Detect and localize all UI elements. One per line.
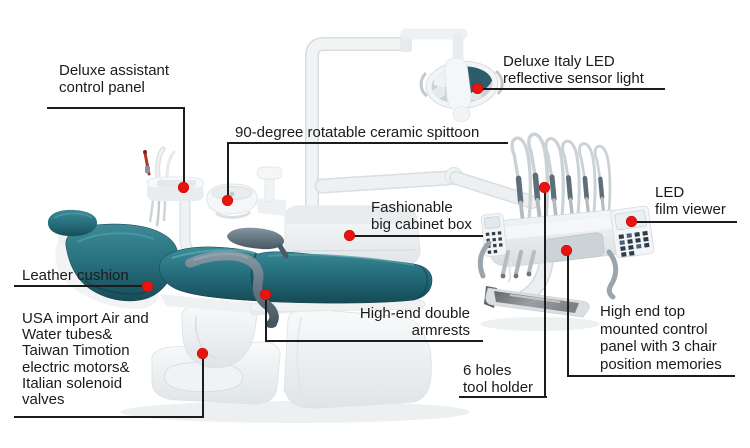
leader-line: [265, 298, 267, 341]
label-line: big cabinet box: [371, 216, 472, 233]
label-line: Taiwan Timotion: [22, 342, 130, 360]
label-line: 90-degree rotatable ceramic spittoon: [235, 124, 480, 141]
label-tool-holder: 6 holes tool holder: [463, 362, 533, 396]
label-line: mounted control: [600, 320, 708, 338]
leader-line: [544, 192, 546, 397]
assistant-side-keypad: [480, 212, 508, 258]
instrument-tray: [484, 286, 590, 318]
film-viewer-keypad: [610, 205, 655, 259]
label-line: Fashionable: [371, 199, 453, 216]
doctor-unit-arm: [314, 167, 539, 209]
hanging-handpieces: [500, 250, 536, 283]
spittoon-unit: [206, 166, 286, 219]
label-line: panel with 3 chair: [600, 338, 717, 356]
leader-line: [14, 416, 204, 418]
label-cabinet: Fashionable big cabinet box: [371, 199, 472, 233]
label-line: 6 holes: [463, 362, 512, 379]
label-line: tool holder: [463, 379, 534, 396]
marker-dot-base-motors: [197, 348, 208, 359]
label-line: valves: [22, 391, 65, 409]
label-cushion: Leather cushion: [22, 267, 129, 284]
leader-line: [227, 142, 229, 198]
marker-dot-armrest: [260, 289, 271, 300]
label-spittoon: 90-degree rotatable ceramic spittoon: [235, 124, 479, 141]
marker-dot-spittoon: [222, 195, 233, 206]
chair-floor-base: [151, 308, 432, 409]
label-line: USA import Air and: [22, 310, 149, 327]
leader-line: [480, 88, 665, 90]
label-line: Leather cushion: [22, 267, 129, 284]
label-line: film viewer: [655, 201, 726, 218]
leader-line: [352, 235, 483, 237]
label-line: control panel: [59, 79, 145, 96]
label-control-panel: High end top mounted control panel with …: [600, 303, 722, 373]
leader-line: [567, 255, 569, 376]
marker-dot-cushion: [142, 281, 153, 292]
label-line: Water tubes&: [22, 326, 113, 344]
leader-line: [634, 221, 737, 223]
marker-dot-assistant-panel: [178, 182, 189, 193]
label-assistant-panel: Deluxe assistant control panel: [59, 62, 169, 96]
label-line: High end top: [600, 303, 686, 320]
leader-line: [459, 396, 547, 398]
leader-line: [202, 357, 204, 417]
label-line: Deluxe Italy LED: [503, 53, 615, 70]
leader-line: [227, 142, 508, 144]
label-line: reflective sensor light: [503, 70, 644, 87]
armrests: [185, 227, 289, 328]
label-line: armrests: [411, 322, 470, 339]
label-line: LED: [655, 184, 685, 201]
marker-dot-tool-holder: [539, 182, 550, 193]
label-materials: USA import Air and Water tubes& Taiwan T…: [22, 310, 149, 409]
marker-dot-cabinet: [344, 230, 355, 241]
leader-line: [567, 375, 735, 377]
marker-dot-control-panel: [561, 245, 572, 256]
label-line: electric motors&: [22, 358, 130, 376]
leader-line: [265, 340, 483, 342]
marker-dot-film-viewer: [626, 216, 637, 227]
leader-line: [47, 107, 185, 109]
marker-dot-lamp: [472, 83, 483, 94]
leader-line: [183, 107, 185, 187]
label-line: High-end double: [359, 305, 470, 322]
label-line: position memories: [600, 355, 722, 373]
label-line: Deluxe assistant: [59, 62, 170, 79]
label-line: Italian solenoid: [22, 374, 123, 392]
leader-line: [14, 285, 146, 287]
label-armrests: High-end double armrests: [330, 305, 470, 339]
label-lamp: Deluxe Italy LED reflective sensor light: [503, 53, 644, 87]
label-film-viewer: LED film viewer: [655, 184, 726, 218]
floor-shadow: [120, 317, 600, 423]
